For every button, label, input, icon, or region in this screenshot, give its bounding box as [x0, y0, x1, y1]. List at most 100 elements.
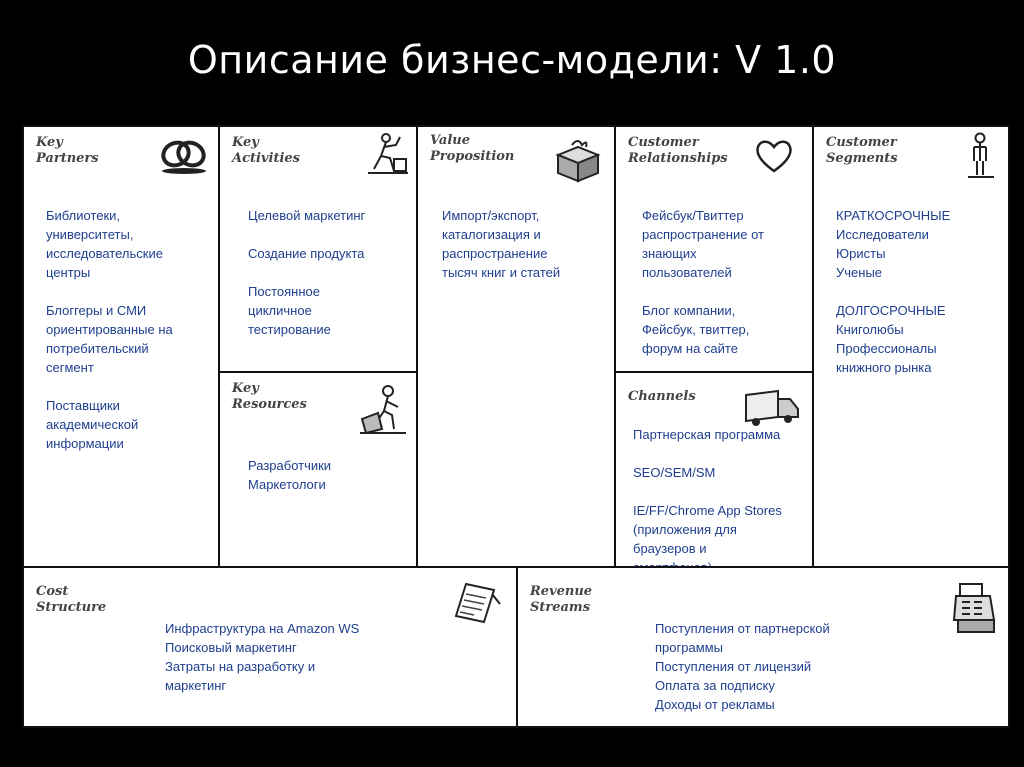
content-line: Профессионалы — [836, 341, 937, 356]
content-line: маркетинг — [165, 678, 227, 693]
content-line: ориентированные на — [46, 322, 173, 337]
content-line: Юристы — [836, 246, 886, 261]
content-line: Доходы от рекламы — [655, 697, 775, 712]
content-line: Инфраструктура на Amazon WS — [165, 621, 360, 636]
header-line: Proposition — [430, 149, 515, 164]
content-group: Партнерская программа — [633, 425, 814, 444]
content-line: книжного рынка — [836, 360, 932, 375]
truck-icon — [742, 387, 800, 429]
content-line: Поисковый маркетинг — [165, 640, 297, 655]
heart-icon — [754, 137, 794, 175]
content-line: информации — [46, 436, 124, 451]
content-line: Разработчики — [248, 458, 332, 473]
content-group: Целевой маркетинг — [248, 206, 416, 225]
content-line: Целевой маркетинг — [248, 208, 366, 223]
content-line: браузеров и — [633, 541, 707, 556]
content-group: Постоянное цикличное тестирование — [248, 282, 416, 339]
content-line: Затраты на разработку и — [165, 659, 316, 674]
content-line: Фейсбук, твиттер, — [642, 322, 750, 337]
content-line: университеты, — [46, 227, 134, 242]
content-group: Инфраструктура на Amazon WS Поисковый мар… — [165, 619, 505, 695]
header-line: Value — [430, 133, 470, 148]
content-group: Блоггеры и СМИ ориентированные на потребит… — [46, 301, 216, 377]
header-line: Channels — [628, 389, 696, 404]
content-line: тестирование — [248, 322, 331, 337]
content-group: Библиотеки, университеты, исследовательски… — [46, 206, 216, 282]
content-line: Импорт/экспорт, — [442, 208, 540, 223]
content-line: распространение — [442, 246, 548, 261]
block-content: Фейсбук/Твиттер распространение от знающих… — [642, 206, 812, 358]
person-icon — [962, 131, 998, 179]
content-group: Поставщики академической информации — [46, 396, 216, 453]
content-line: знающих — [642, 246, 697, 261]
content-line: ДОЛГОСРОЧНЫЕ — [836, 303, 946, 318]
content-line: Маркетологи — [248, 477, 326, 492]
block-content: Инфраструктура на Amazon WS Поисковый мар… — [165, 619, 505, 695]
content-group: Импорт/экспорт, каталогизация и распростра… — [442, 206, 614, 282]
content-line: потребительский — [46, 341, 149, 356]
header-line: Revenue — [530, 584, 593, 599]
content-line: IE/FF/Chrome App Stores — [633, 503, 782, 518]
content-line: Фейсбук/Твиттер — [642, 208, 744, 223]
content-line: (приложения для — [633, 522, 737, 537]
content-line: программы — [655, 640, 723, 655]
content-line: КРАТКОСРОЧНЫЕ — [836, 208, 951, 223]
content-line: Блог компании, — [642, 303, 736, 318]
content-line: Партнерская программа — [633, 427, 781, 442]
content-line: Ученые — [836, 265, 883, 280]
header-line: Structure — [36, 600, 107, 615]
content-line: Оплата за подписку — [655, 678, 775, 693]
header-line: Relationships — [628, 151, 728, 166]
content-line: академической — [46, 417, 139, 432]
header-line: Resources — [232, 397, 307, 412]
content-group: Создание продукта — [248, 244, 416, 263]
content-line: цикличное — [248, 303, 312, 318]
content-line: Поступления от лицензий — [655, 659, 812, 674]
block-content: Библиотеки, университеты, исследовательски… — [46, 206, 216, 453]
content-line: тысяч книг и статей — [442, 265, 561, 280]
content-line: пользователей — [642, 265, 732, 280]
content-line: распространение от — [642, 227, 764, 242]
content-line: Исследователи — [836, 227, 929, 242]
cash-register-icon — [950, 580, 1000, 636]
content-line: центры — [46, 265, 91, 280]
header-line: Key — [36, 135, 63, 150]
builder-icon — [358, 383, 408, 435]
content-line: Библиотеки, — [46, 208, 121, 223]
header-line: Segments — [826, 151, 898, 166]
content-line: Поставщики — [46, 398, 120, 413]
header-line: Key — [232, 135, 259, 150]
content-line: сегмент — [46, 360, 94, 375]
content-line: каталогизация и — [442, 227, 541, 242]
worker-icon — [364, 131, 410, 177]
content-line: форум на сайте — [642, 341, 738, 356]
content-group: Фейсбук/Твиттер распространение от знающих… — [642, 206, 812, 282]
header-line: Key — [232, 381, 259, 396]
content-group: SEO/SEM/SM — [633, 463, 814, 482]
content-line: Блоггеры и СМИ — [46, 303, 147, 318]
block-content: Импорт/экспорт, каталогизация и распростра… — [442, 206, 614, 282]
content-line: Постоянное — [248, 284, 320, 299]
content-line: исследовательские — [46, 246, 163, 261]
content-line: SEO/SEM/SM — [633, 465, 716, 480]
